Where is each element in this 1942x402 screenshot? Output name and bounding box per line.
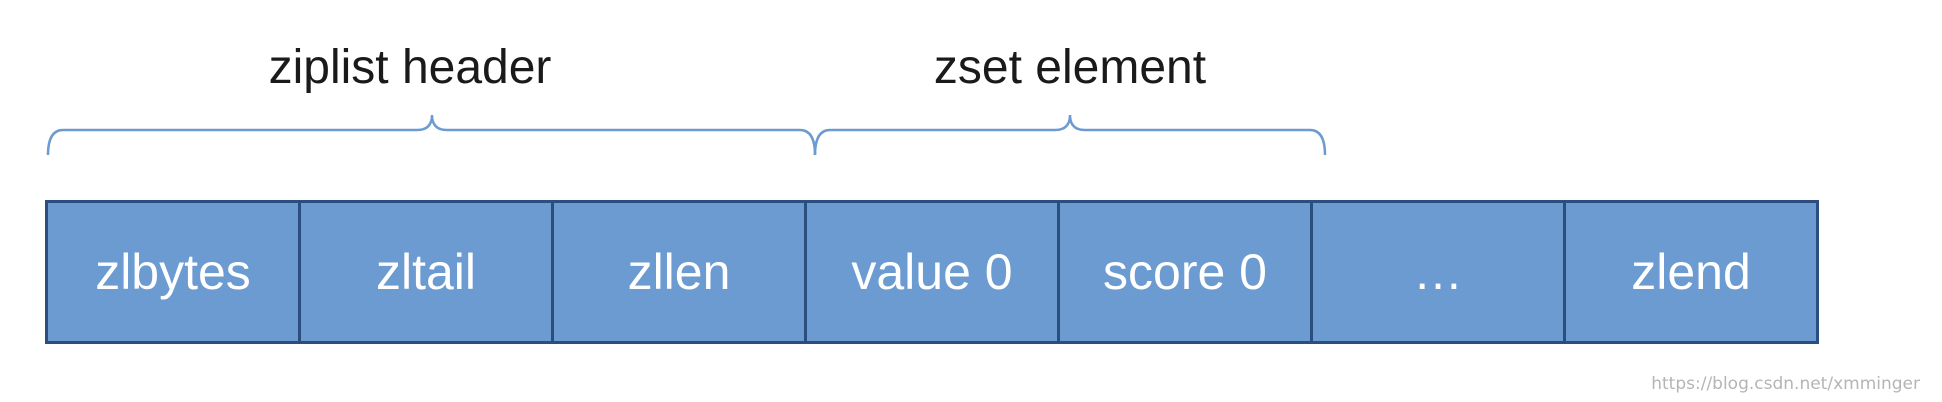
cell-value-0: value 0 <box>804 200 1060 344</box>
cell-zltail: zltail <box>298 200 554 344</box>
brace-zset-element <box>813 114 1327 156</box>
cell-zllen: zllen <box>551 200 807 344</box>
cell-zlend: zlend <box>1563 200 1819 344</box>
brace-ziplist-header <box>46 114 817 156</box>
watermark-text: https://blog.csdn.net/xmminger <box>1651 374 1920 394</box>
group-label-zset-element: zset element <box>933 41 1207 94</box>
cell-zlbytes: zlbytes <box>45 200 301 344</box>
cell-score-0: score 0 <box>1057 200 1313 344</box>
group-label-ziplist-header: ziplist header <box>268 41 552 94</box>
cell-ellipsis: … <box>1310 200 1566 344</box>
ziplist-layout-row: zlbytes zltail zllen value 0 score 0 … z… <box>45 200 1819 344</box>
